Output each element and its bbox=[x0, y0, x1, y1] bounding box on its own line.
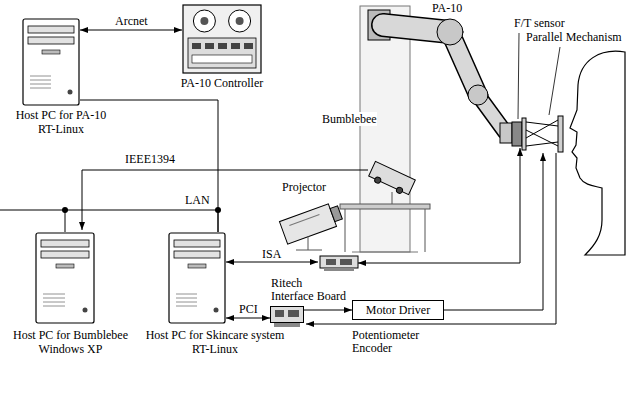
interface-board: Ritech Interface Board bbox=[270, 306, 304, 328]
box-label: Motor Driver bbox=[353, 301, 443, 319]
part-label: ISA bbox=[262, 247, 281, 261]
controller-panel bbox=[188, 38, 256, 68]
fan-hub bbox=[236, 17, 244, 25]
connector bbox=[80, 30, 182, 31]
drive-bay bbox=[174, 251, 220, 258]
camera-stand bbox=[340, 192, 430, 252]
controller-case bbox=[183, 5, 261, 73]
connector-port bbox=[192, 43, 201, 49]
edge-label: Arcnet bbox=[115, 14, 148, 28]
card-chip bbox=[288, 310, 299, 317]
connector-port bbox=[205, 43, 214, 49]
pc-case bbox=[169, 233, 225, 323]
leader-lines bbox=[518, 33, 560, 119]
bumblebee-camera bbox=[367, 161, 415, 197]
pc-icon bbox=[168, 232, 226, 324]
card-board bbox=[271, 307, 304, 323]
drive-bay bbox=[174, 240, 220, 247]
connector bbox=[65, 210, 218, 232]
drive-bay bbox=[41, 251, 89, 258]
robot-controller: PA-10 Controller bbox=[182, 4, 262, 74]
card-icon bbox=[270, 306, 304, 328]
vent-line bbox=[30, 76, 51, 77]
vent-line bbox=[176, 294, 197, 295]
card-edge bbox=[274, 323, 300, 327]
fan-hub bbox=[200, 17, 208, 25]
human-head bbox=[570, 51, 625, 255]
vent-line bbox=[43, 302, 65, 303]
pc-case bbox=[23, 19, 79, 105]
vent-line bbox=[43, 306, 65, 307]
part-label: IEEE1394 bbox=[125, 152, 175, 166]
robot-arm bbox=[368, 10, 512, 143]
projector bbox=[279, 201, 344, 244]
node-label: Ritech Interface Board bbox=[271, 277, 347, 303]
node-label: Host PC for Bumblebee Windows XP bbox=[8, 328, 133, 356]
ctrl-icon bbox=[182, 4, 262, 74]
connector-port bbox=[218, 43, 227, 49]
connector bbox=[226, 318, 270, 319]
connector bbox=[304, 310, 352, 311]
node-label: Host PC for PA-10 RT-Linux bbox=[6, 108, 116, 136]
isa-card bbox=[320, 256, 358, 271]
host-pc: Host PC for Bumblebee Windows XP bbox=[35, 232, 95, 324]
floppy-slot bbox=[56, 264, 74, 268]
vent-line bbox=[176, 306, 197, 307]
power-button bbox=[68, 90, 73, 95]
fan bbox=[193, 10, 215, 32]
vent-line bbox=[30, 80, 51, 81]
vent-line bbox=[43, 298, 65, 299]
vent-line bbox=[30, 88, 51, 89]
ft-sensor bbox=[512, 122, 522, 146]
process-box: Motor Driver bbox=[352, 300, 444, 320]
part-label: PA-10 bbox=[432, 1, 462, 15]
part-label: Potentiometer bbox=[352, 328, 419, 342]
edge-label: PCI bbox=[239, 302, 258, 316]
vent-line bbox=[176, 298, 197, 299]
host-pc: Host PC for PA-10 RT-Linux bbox=[22, 18, 80, 106]
fan bbox=[229, 10, 251, 32]
floppy-slot bbox=[188, 264, 206, 268]
vent-line bbox=[43, 294, 65, 295]
wires bbox=[0, 148, 556, 324]
robot-frame bbox=[352, 6, 418, 252]
host-pc: Host PC for Skincare system RT-Linux bbox=[168, 232, 226, 324]
connector-port bbox=[231, 43, 240, 49]
connector-port bbox=[244, 43, 253, 49]
pc-case bbox=[36, 233, 94, 323]
part-label: F/T sensor bbox=[514, 16, 565, 30]
power-button bbox=[83, 308, 88, 313]
pc-icon bbox=[22, 18, 80, 106]
node-label: PA-10 Controller bbox=[172, 76, 272, 90]
power-button bbox=[214, 308, 219, 313]
drive-bay bbox=[28, 26, 74, 33]
vent-line bbox=[176, 302, 197, 303]
part-label: Projector bbox=[282, 180, 326, 194]
part-label: Parallel Mechanism bbox=[526, 30, 622, 44]
drive-bay bbox=[28, 37, 74, 44]
projector-stand bbox=[296, 236, 322, 250]
part-label: LAN bbox=[185, 193, 210, 207]
parallel-mechanism bbox=[522, 116, 563, 152]
part-label: Encoder bbox=[352, 341, 392, 355]
part-label: Bumblebee bbox=[322, 112, 377, 126]
card-chip bbox=[275, 310, 284, 317]
vent-line bbox=[30, 84, 51, 85]
pc-icon bbox=[35, 232, 95, 324]
controller-slot bbox=[192, 55, 252, 63]
node-label: Host PC for Skincare system RT-Linux bbox=[140, 328, 290, 356]
floppy-slot bbox=[42, 50, 60, 54]
drive-bay bbox=[41, 240, 89, 247]
